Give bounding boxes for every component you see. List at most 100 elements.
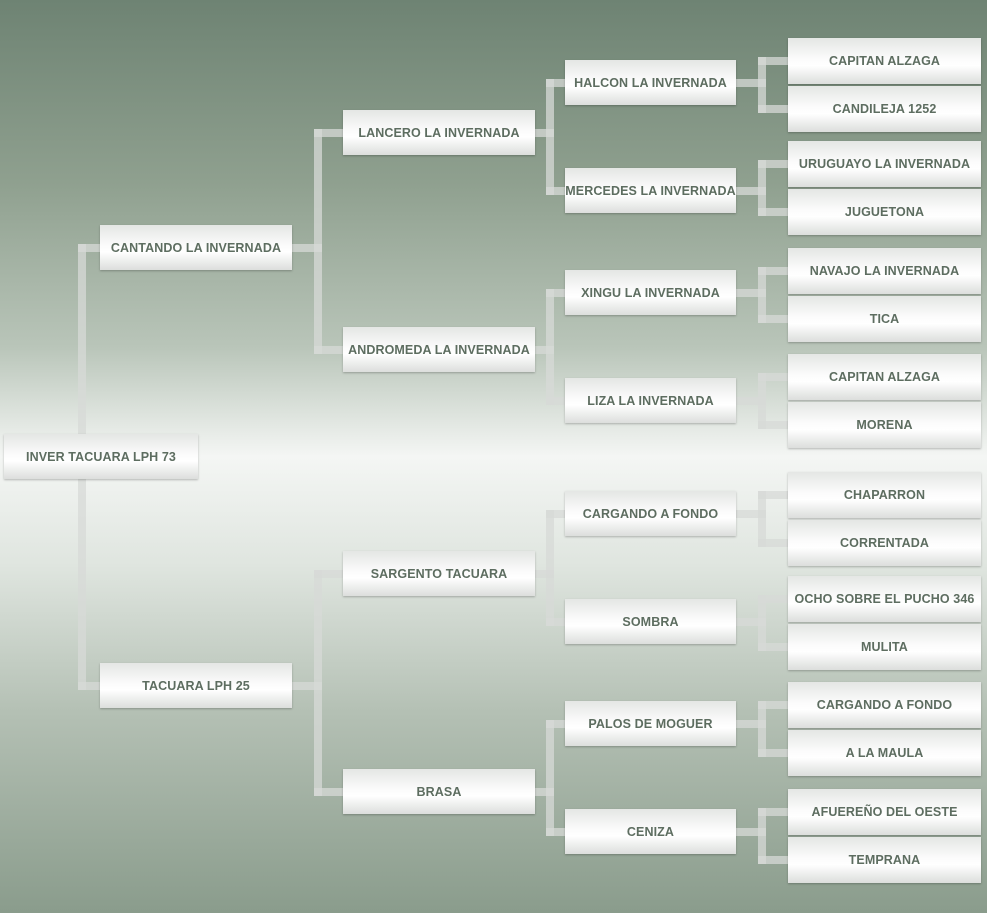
horse-name: CHAPARRON <box>843 488 926 502</box>
horse-name: CAPITAN ALZAGA <box>828 370 941 384</box>
connector-line <box>736 78 766 87</box>
ancestor-sire-dam-sire-dam[interactable]: TICA <box>788 296 981 342</box>
ancestor-sire-dam[interactable]: ANDROMEDA LA INVERNADA <box>343 327 535 372</box>
ancestor-sire-dam-dam[interactable]: LIZA LA INVERNADA <box>565 378 736 423</box>
ancestor-dam-sire-sire[interactable]: CARGANDO A FONDO <box>565 491 736 536</box>
horse-name: MORENA <box>856 418 913 432</box>
connector-line <box>758 314 788 323</box>
horse-name: XINGU LA INVERNADA <box>581 285 720 300</box>
horse-name: CANTANDO LA INVERNADA <box>110 240 282 255</box>
ancestor-dam-sire-dam[interactable]: SOMBRA <box>565 599 736 644</box>
connector-line <box>758 372 766 429</box>
connector-line <box>292 243 322 252</box>
connector-line <box>758 266 788 275</box>
ancestor-sire-dam-sire-sire[interactable]: NAVAJO LA INVERNADA <box>788 248 981 294</box>
ancestor-sire-dam-sire[interactable]: XINGU LA INVERNADA <box>565 270 736 315</box>
connector-line <box>758 104 788 113</box>
horse-name: NAVAJO LA INVERNADA <box>809 264 960 278</box>
horse-name: TEMPRANA <box>848 853 921 867</box>
connector-line <box>758 372 788 381</box>
ancestor-sire-sire-sire[interactable]: HALCON LA INVERNADA <box>565 60 736 105</box>
connector-line <box>78 681 100 690</box>
connector-line <box>758 490 766 547</box>
horse-name: TICA <box>869 312 900 326</box>
connector-line <box>314 569 322 796</box>
connector-line <box>758 56 766 113</box>
ancestor-dam-dam-sire[interactable]: PALOS DE MOGUER <box>565 701 736 746</box>
ancestor-dam-sire-dam-dam[interactable]: MULITA <box>788 624 981 670</box>
connector-line <box>758 490 788 499</box>
ancestor-sire-sire-sire-dam[interactable]: CANDILEJA 1252 <box>788 86 981 132</box>
connector-line <box>314 569 343 578</box>
horse-name: SOMBRA <box>622 614 679 629</box>
ancestor-dam-dam-dam-dam[interactable]: TEMPRANA <box>788 837 981 883</box>
ancestor-sire-sire[interactable]: LANCERO LA INVERNADA <box>343 110 535 155</box>
connector-line <box>546 288 554 405</box>
ancestor-sire-sire-dam[interactable]: MERCEDES LA INVERNADA <box>565 168 736 213</box>
ancestor-sire-dam-dam-sire[interactable]: CAPITAN ALZAGA <box>788 354 981 400</box>
connector-line <box>758 700 788 709</box>
ancestor-dam-dam-sire-sire[interactable]: CARGANDO A FONDO <box>788 682 981 728</box>
connector-line <box>78 243 100 252</box>
horse-name: BRASA <box>416 784 462 799</box>
connector-line <box>758 807 766 864</box>
ancestor-dam-dam-dam-sire[interactable]: AFUEREÑO DEL OESTE <box>788 789 981 835</box>
ancestor-dam-dam[interactable]: BRASA <box>343 769 535 814</box>
horse-name: TACUARA LPH 25 <box>142 678 250 693</box>
horse-name: CAPITAN ALZAGA <box>828 54 941 68</box>
ancestor-dam-dam-sire-dam[interactable]: A LA MAULA <box>788 730 981 776</box>
connector-line <box>546 617 565 626</box>
connector-line <box>736 288 766 297</box>
connector-line <box>736 827 766 836</box>
ancestor-dam[interactable]: TACUARA LPH 25 <box>100 663 292 708</box>
connector-line <box>546 509 554 626</box>
connector-line <box>546 186 565 195</box>
connector-line <box>314 128 322 354</box>
horse-name: ANDROMEDA LA INVERNADA <box>348 342 530 357</box>
connector-line <box>758 207 788 216</box>
connector-line <box>314 345 343 354</box>
horse-name: MERCEDES LA INVERNADA <box>565 183 736 198</box>
ancestor-dam-sire-sire-sire[interactable]: CHAPARRON <box>788 472 981 518</box>
horse-name: A LA MAULA <box>845 746 924 760</box>
connector-line <box>535 128 554 137</box>
connector-line <box>758 748 788 757</box>
horse-name: LANCERO LA INVERNADA <box>358 125 520 140</box>
horse-name: CENIZA <box>626 824 675 839</box>
connector-line <box>758 159 766 216</box>
connector-line <box>535 787 554 796</box>
connector-line <box>546 827 565 836</box>
horse-name: CARGANDO A FONDO <box>582 506 719 521</box>
horse-name: HALCON LA INVERNADA <box>574 75 727 90</box>
connector-line <box>758 266 766 323</box>
subject-horse[interactable]: INVER TACUARA LPH 73 <box>4 434 198 479</box>
ancestor-dam-dam-dam[interactable]: CENIZA <box>565 809 736 854</box>
connector-line <box>758 642 788 651</box>
horse-name: LIZA LA INVERNADA <box>587 393 714 408</box>
ancestor-sire-sire-dam-sire[interactable]: URUGUAYO LA INVERNADA <box>788 141 981 187</box>
connector-line <box>546 396 565 405</box>
ancestor-dam-sire-sire-dam[interactable]: CORRENTADA <box>788 520 981 566</box>
connector-line <box>546 719 565 728</box>
horse-name: AFUEREÑO DEL OESTE <box>811 805 958 819</box>
horse-name: JUGUETONA <box>844 205 925 219</box>
connector-line <box>736 719 766 728</box>
ancestor-dam-sire[interactable]: SARGENTO TACUARA <box>343 551 535 596</box>
ancestor-dam-sire-dam-sire[interactable]: OCHO SOBRE EL PUCHO 346 <box>788 576 981 622</box>
connector-line <box>546 288 565 297</box>
ancestor-sire-dam-dam-dam[interactable]: MORENA <box>788 402 981 448</box>
connector-line <box>314 787 343 796</box>
horse-name: INVER TACUARA LPH 73 <box>26 449 176 464</box>
horse-name: OCHO SOBRE EL PUCHO 346 <box>794 592 975 606</box>
connector-line <box>758 594 788 603</box>
connector-line <box>758 56 788 65</box>
ancestor-sire-sire-dam-dam[interactable]: JUGUETONA <box>788 189 981 235</box>
connector-line <box>736 617 766 626</box>
horse-name: PALOS DE MOGUER <box>588 716 713 731</box>
ancestor-sire[interactable]: CANTANDO LA INVERNADA <box>100 225 292 270</box>
connector-line <box>758 594 766 651</box>
connector-line <box>736 509 766 518</box>
connector-line <box>758 700 766 757</box>
ancestor-sire-sire-sire-sire[interactable]: CAPITAN ALZAGA <box>788 38 981 84</box>
horse-name: MULITA <box>861 640 908 654</box>
